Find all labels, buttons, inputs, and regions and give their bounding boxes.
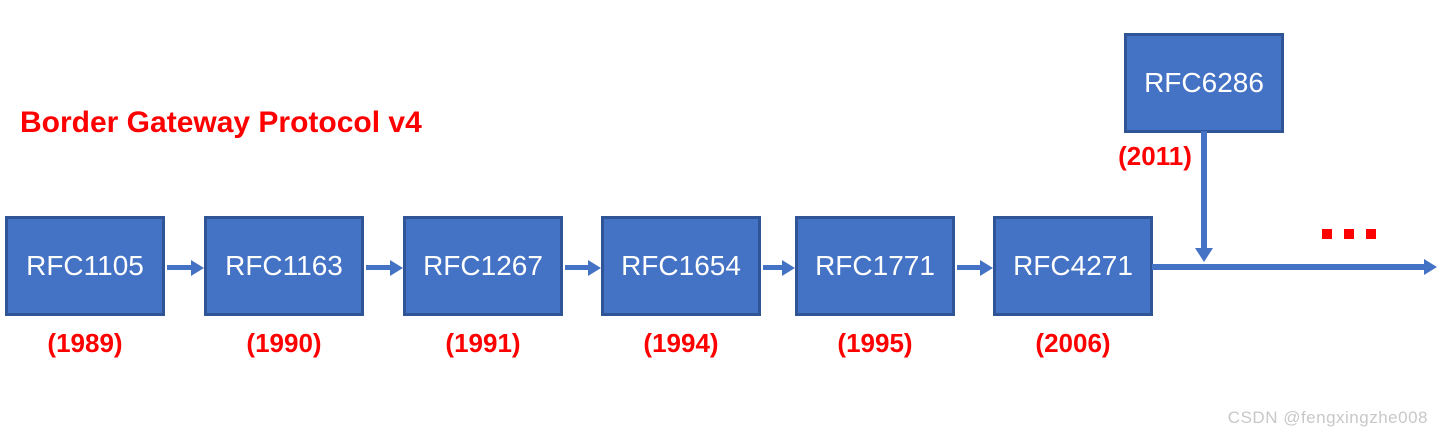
- year-label: (2006): [1035, 328, 1111, 358]
- ellipsis-dot: [1322, 229, 1332, 239]
- rfc-node-1163: RFC1163: [204, 216, 364, 316]
- arrow-down-icon: [1201, 131, 1207, 248]
- year-label: (1995): [837, 328, 913, 358]
- rfc-node-4271: RFC4271: [993, 216, 1153, 316]
- rfc-node-1654: RFC1654: [601, 216, 761, 316]
- year-label: (1989): [47, 328, 123, 358]
- rfc-node-6286: RFC6286: [1124, 33, 1284, 133]
- arrow-right-icon: [167, 265, 191, 270]
- diagram-title: Border Gateway Protocol v4: [20, 106, 422, 139]
- ellipsis-icon: [1322, 229, 1376, 239]
- year-label: (1990): [246, 328, 322, 358]
- arrow-right-icon: [366, 265, 390, 270]
- arrow-right-icon: [565, 265, 588, 270]
- ellipsis-dot: [1344, 229, 1354, 239]
- ellipsis-dot: [1366, 229, 1376, 239]
- timeline-continuation-arrow-icon: [1152, 264, 1424, 270]
- year-label: (1991): [445, 328, 521, 358]
- watermark: CSDN @fengxingzhe008: [1227, 408, 1428, 427]
- rfc-node-1771: RFC1771: [795, 216, 955, 316]
- arrow-right-icon: [957, 265, 980, 270]
- rfc-node-1267: RFC1267: [403, 216, 563, 316]
- year-label: (2011): [1118, 141, 1192, 171]
- arrow-right-icon: [763, 265, 782, 270]
- year-label: (1994): [643, 328, 719, 358]
- rfc-node-1105: RFC1105: [5, 216, 165, 316]
